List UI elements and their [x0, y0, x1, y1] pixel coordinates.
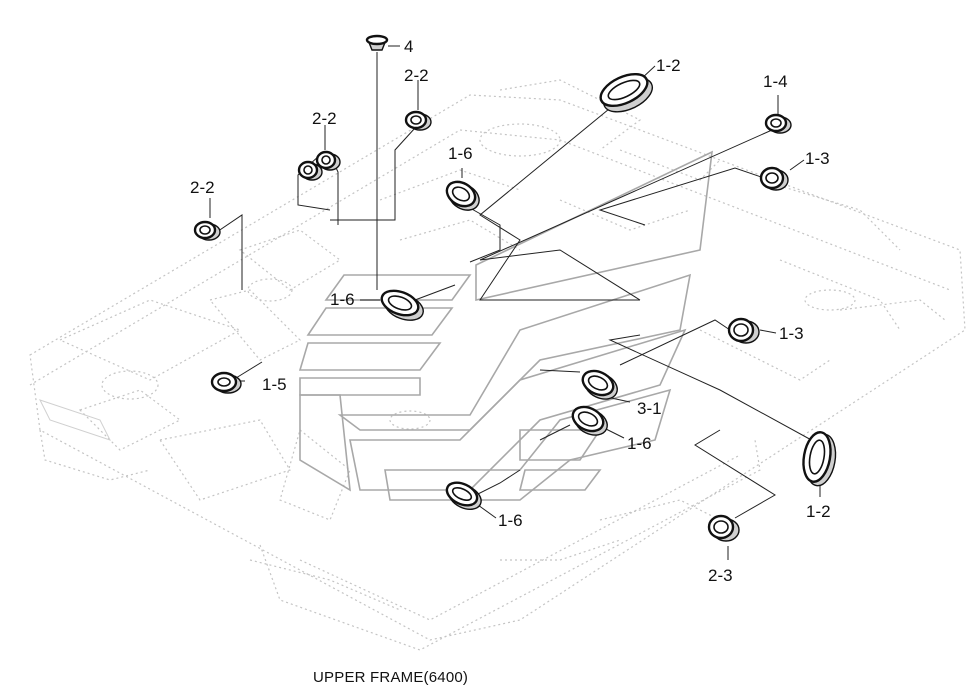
part-1-6-oval-right	[571, 405, 608, 436]
callout-1-2-right: 1-2	[806, 502, 831, 521]
callout-4: 4	[404, 37, 413, 56]
callout-1-6-top: 1-6	[448, 144, 473, 163]
part-3-1-oval	[581, 369, 618, 400]
part-4-plug	[365, 34, 389, 51]
callout-2-2-top: 2-2	[404, 66, 429, 85]
frame-ghost-outline	[29, 79, 966, 651]
part-1-6-oval-mid	[380, 289, 424, 321]
callout-1-3-top: 1-3	[805, 149, 830, 168]
diagram-caption: UPPER FRAME(6400)	[313, 669, 468, 686]
part-1-3-grommet-right	[727, 317, 760, 344]
part-2-2-grommet-pair	[297, 150, 341, 181]
part-1-3-grommet-top	[759, 166, 789, 191]
callout-1-5: 1-5	[262, 375, 287, 394]
part-2-2-grommet-top	[404, 110, 432, 131]
callout-2-2-left: 2-2	[190, 178, 215, 197]
callout-1-3-right: 1-3	[779, 324, 804, 343]
part-1-5-grommet	[210, 371, 242, 394]
callout-3-1: 3-1	[637, 399, 662, 418]
callout-2-3: 2-3	[708, 566, 733, 585]
part-2-3-grommet	[707, 514, 740, 542]
callout-labels: 4 2-2 2-2 2-2 1-2 1-4 1-3 1-6 1-6 1-5 1-…	[190, 37, 831, 585]
part-1-4-grommet	[764, 113, 792, 134]
callout-1-6-bottom: 1-6	[498, 511, 523, 530]
part-1-2-oval-top	[599, 72, 653, 113]
callout-1-6-mid: 1-6	[330, 290, 355, 309]
part-1-6-oval-top	[445, 180, 480, 211]
callout-2-2-mid: 2-2	[312, 109, 337, 128]
callout-1-4: 1-4	[763, 72, 788, 91]
callout-1-2-top: 1-2	[656, 56, 681, 75]
callout-1-6-right: 1-6	[627, 434, 652, 453]
insulation-panels	[298, 150, 713, 501]
part-2-2-grommet-left	[193, 220, 221, 241]
part-1-6-oval-bottom	[445, 481, 482, 510]
part-1-2-oval-right	[802, 431, 837, 487]
leader-lines	[204, 45, 821, 560]
